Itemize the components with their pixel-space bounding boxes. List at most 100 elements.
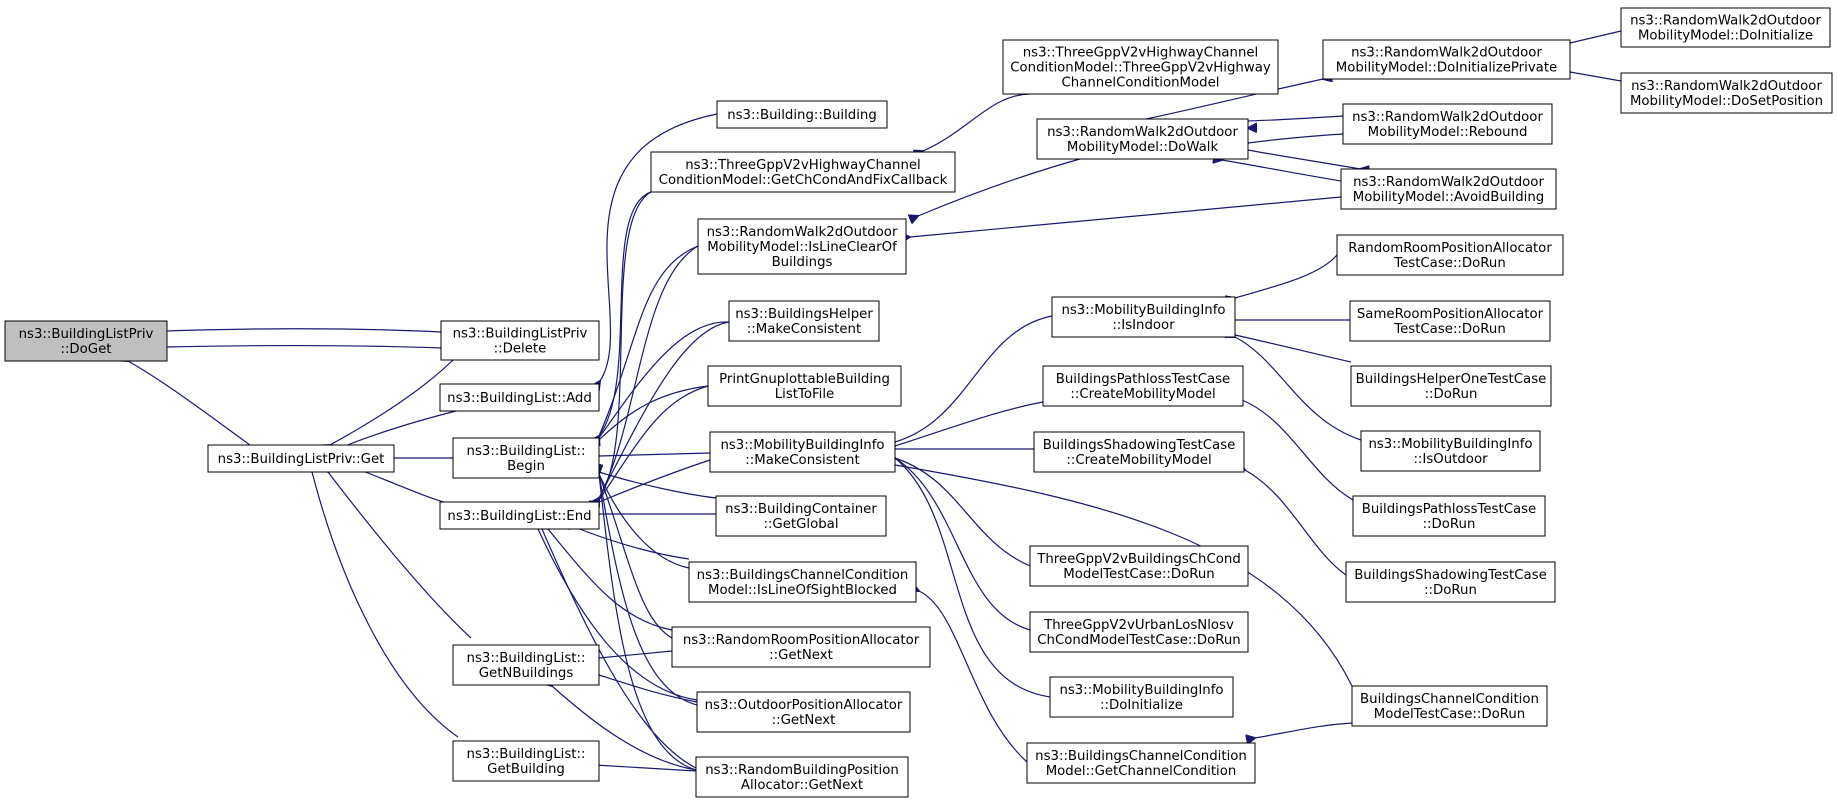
- building-container-get-global-node-label-line: ::GetGlobal: [763, 517, 838, 532]
- buildings-channel-condition-get-channel-condition-node[interactable]: ns3::BuildingsChannelConditionModel::Get…: [1026, 742, 1256, 784]
- buildings-shadowing-test-run-node-box: [1345, 561, 1556, 603]
- random-walk-avoid-building-node[interactable]: ns3::RandomWalk2dOutdoorMobilityModel::A…: [1340, 168, 1557, 210]
- edge-blos-to-begin: [599, 474, 690, 569]
- edge-print-to-begin: [599, 385, 709, 440]
- random-walk-do-set-position-node-label-line: ns3::RandomWalk2dOutdoor: [1631, 79, 1822, 94]
- buildings-pathloss-test-run-node-label-line: BuildingsPathlossTestCase: [1362, 502, 1537, 517]
- random-building-position-allocator-get-next-node[interactable]: ns3::RandomBuildingPositionAllocator::Ge…: [695, 756, 909, 798]
- random-walk-do-walk-node[interactable]: ns3::RandomWalk2dOutdoorMobilityModel::D…: [1036, 118, 1249, 160]
- random-room-position-allocator-test-run-node-label-line: RandomRoomPositionAllocator: [1348, 241, 1552, 256]
- building-list-get-n-buildings-node-label-line: GetNBuildings: [479, 666, 574, 681]
- same-room-position-allocator-test-run-node-label-line: SameRoomPositionAllocator: [1357, 307, 1544, 322]
- random-room-position-allocator-test-run-node[interactable]: RandomRoomPositionAllocatorTestCase::DoR…: [1336, 234, 1564, 276]
- three-gpp-v2v-highway-get-ch-cond-node-label-line: ns3::ThreeGppV2vHighwayChannel: [685, 158, 921, 173]
- three-gpp-v2v-urban-los-nlosv-run-node-label-line: ChCondModelTestCase::DoRun: [1037, 633, 1240, 648]
- building-constructor-node[interactable]: ns3::Building::Building: [716, 100, 888, 129]
- random-walk-rebound-node[interactable]: ns3::RandomWalk2dOutdoorMobilityModel::R…: [1342, 103, 1553, 145]
- buildings-helper-make-consistent-node-box: [728, 300, 880, 342]
- buildings-shadowing-test-run-node[interactable]: BuildingsShadowingTestCase::DoRun: [1345, 561, 1556, 603]
- buildings-pathloss-create-mobility-model-node[interactable]: BuildingsPathlossTestCase::CreateMobilit…: [1042, 365, 1244, 407]
- random-walk-do-walk-node-label-line: MobilityModel::DoWalk: [1067, 140, 1219, 155]
- edge-bhelper-to-end: [599, 321, 730, 498]
- buildings-pathloss-create-mobility-model-node-label-line: ::CreateMobilityModel: [1070, 387, 1215, 402]
- random-walk-is-line-clear-of-buildings-node-box: [697, 218, 907, 275]
- three-gpp-v2v-urban-los-nlosv-run-node-label-line: ThreeGppV2vUrbanLosNlosv: [1043, 618, 1234, 633]
- edge-avoid-to-islineclear: [910, 196, 1342, 237]
- building-list-get-n-buildings-node[interactable]: ns3::BuildingList::GetNBuildings: [452, 644, 600, 686]
- mobility-building-info-is-indoor-node[interactable]: ns3::MobilityBuildingInfo::IsIndoor: [1051, 296, 1236, 338]
- edge-dowalk-to-avoid: [1247, 149, 1360, 169]
- building-list-priv-delete-node-label-line: ns3::BuildingListPriv: [453, 327, 588, 342]
- random-walk-do-initialize-private-node-label-line: MobilityModel::DoInitializePrivate: [1336, 61, 1557, 76]
- buildings-channel-condition-test-run-node-label-line: BuildingsChannelCondition: [1360, 692, 1539, 707]
- edge-rbuilding-to-getn: [552, 686, 697, 771]
- building-list-priv-delete-node[interactable]: ns3::BuildingListPriv::Delete: [440, 320, 600, 361]
- buildings-helper-make-consistent-node[interactable]: ns3::BuildingsHelper::MakeConsistent: [728, 300, 880, 342]
- buildings-pathloss-test-run-node[interactable]: BuildingsPathlossTestCase::DoRun: [1352, 495, 1546, 537]
- edge-print-to-end: [599, 385, 709, 500]
- buildings-helper-one-test-run-node[interactable]: BuildingsHelperOneTestCase::DoRun: [1350, 365, 1552, 407]
- building-list-begin-node[interactable]: ns3::BuildingList::Begin: [452, 437, 600, 479]
- random-walk-avoid-building-node-label-line: ns3::RandomWalk2dOutdoor: [1353, 175, 1544, 190]
- edge-dowalk-to-islineclear: [918, 156, 1088, 216]
- random-walk-do-set-position-node-label-line: MobilityModel::DoSetPosition: [1630, 94, 1823, 109]
- building-list-get-building-node[interactable]: ns3::BuildingList::GetBuilding: [452, 740, 600, 782]
- buildings-channel-condition-test-run-node-box: [1351, 685, 1548, 727]
- random-walk-do-initialize-private-node-label-line: ns3::RandomWalk2dOutdoor: [1351, 46, 1542, 61]
- random-walk-do-initialize-node[interactable]: ns3::RandomWalk2dOutdoorMobilityModel::D…: [1620, 7, 1831, 48]
- random-walk-is-line-clear-of-buildings-node[interactable]: ns3::RandomWalk2dOutdoorMobilityModel::I…: [697, 218, 907, 275]
- buildings-channel-condition-is-los-blocked-node[interactable]: ns3::BuildingsChannelConditionModel::IsL…: [688, 561, 917, 603]
- building-list-priv-doget-node-box: [4, 320, 168, 362]
- buildings-channel-condition-test-run-node[interactable]: BuildingsChannelConditionModelTestCase::…: [1351, 685, 1548, 727]
- building-list-get-building-node-label-line: ns3::BuildingList::: [467, 747, 586, 762]
- building-list-priv-get-node[interactable]: ns3::BuildingListPriv::Get: [207, 444, 395, 473]
- edge-rbuilding-to-begin: [599, 474, 697, 771]
- three-gpp-v2v-highway-get-ch-cond-node[interactable]: ns3::ThreeGppV2vHighwayChannelConditionM…: [650, 151, 956, 193]
- edge-end-to-get: [360, 470, 463, 508]
- buildings-helper-make-consistent-node-label-line: ::MakeConsistent: [747, 322, 861, 337]
- edge-add-to-get: [345, 409, 461, 446]
- edge-doget-to-delete: [165, 329, 441, 332]
- building-list-begin-node-label-line: ns3::BuildingList::: [467, 444, 586, 459]
- three-gpp-v2v-highway-constructor-node-label-line: ChannelConditionModel: [1062, 76, 1220, 91]
- three-gpp-v2v-buildings-ch-cond-run-node-label-line: ThreeGppV2vBuildingsChCond: [1036, 552, 1241, 567]
- edge-isindoor-to-mbimc: [895, 315, 1053, 442]
- building-list-priv-delete-node-label-line: ::Delete: [494, 342, 547, 357]
- buildings-shadowing-test-run-node-label-line: ::DoRun: [1424, 583, 1477, 598]
- same-room-position-allocator-test-run-node-label-line: TestCase::DoRun: [1393, 322, 1506, 337]
- building-constructor-node-label-line: ns3::Building::Building: [727, 108, 877, 123]
- random-walk-do-initialize-node-label-line: ns3::RandomWalk2dOutdoor: [1630, 14, 1821, 29]
- random-walk-rebound-node-box: [1342, 103, 1553, 145]
- building-list-add-node[interactable]: ns3::BuildingList::Add: [439, 383, 600, 412]
- building-list-priv-doget-node[interactable]: ns3::BuildingListPriv::DoGet: [4, 320, 168, 362]
- outdoor-position-allocator-get-next-node[interactable]: ns3::OutdoorPositionAllocator::GetNext: [696, 691, 911, 733]
- edge-dowalk-to-rebound: [1247, 116, 1343, 122]
- mobility-building-info-do-initialize-node[interactable]: ns3::MobilityBuildingInfo::DoInitialize: [1049, 676, 1234, 718]
- three-gpp-v2v-buildings-ch-cond-run-node[interactable]: ThreeGppV2vBuildingsChCondModelTestCase:…: [1029, 545, 1249, 587]
- mobility-building-info-make-consistent-node[interactable]: ns3::MobilityBuildingInfo::MakeConsisten…: [709, 431, 896, 473]
- three-gpp-v2v-highway-constructor-node[interactable]: ns3::ThreeGppV2vHighwayChannelConditionM…: [1002, 39, 1279, 95]
- mobility-building-info-is-outdoor-node[interactable]: ns3::MobilityBuildingInfo::IsOutdoor: [1360, 430, 1541, 472]
- three-gpp-v2v-urban-los-nlosv-run-node[interactable]: ThreeGppV2vUrbanLosNlosvChCondModelTestC…: [1029, 611, 1249, 653]
- building-list-priv-doget-node-label-line: ns3::BuildingListPriv: [19, 327, 154, 342]
- buildings-shadowing-create-mobility-model-node-label-line: BuildingsShadowingTestCase: [1043, 438, 1236, 453]
- building-list-priv-doget-node-label-line: ::DoGet: [60, 342, 111, 357]
- edge-rroom-to-end: [548, 529, 673, 631]
- edge-get-to-doget: [128, 361, 251, 446]
- three-gpp-v2v-highway-constructor-node-box: [1002, 39, 1279, 95]
- buildings-shadowing-create-mobility-model-node[interactable]: BuildingsShadowingTestCase::CreateMobili…: [1033, 431, 1245, 473]
- outdoor-position-allocator-get-next-node-label-line: ::GetNext: [772, 713, 836, 728]
- random-walk-is-line-clear-of-buildings-node-label-line: Buildings: [772, 255, 833, 270]
- random-walk-do-set-position-node[interactable]: ns3::RandomWalk2dOutdoorMobilityModel::D…: [1620, 72, 1833, 114]
- building-list-get-n-buildings-node-box: [452, 644, 600, 686]
- random-room-position-allocator-get-next-node[interactable]: ns3::RandomRoomPositionAllocator::GetNex…: [671, 626, 931, 668]
- edge-getchcond-to-begin: [599, 191, 652, 436]
- building-list-end-node[interactable]: ns3::BuildingList::End: [439, 501, 600, 530]
- edge-dosetpos-to-doinitpriv: [1570, 72, 1622, 82]
- building-container-get-global-node[interactable]: ns3::BuildingContainer::GetGlobal: [715, 495, 887, 537]
- edge-isoutdoor-to-isindoor: [1235, 337, 1362, 441]
- edge-rroomtest-to-isindoor: [1235, 254, 1338, 298]
- random-walk-do-initialize-private-node[interactable]: ns3::RandomWalk2dOutdoorMobilityModel::D…: [1322, 39, 1571, 80]
